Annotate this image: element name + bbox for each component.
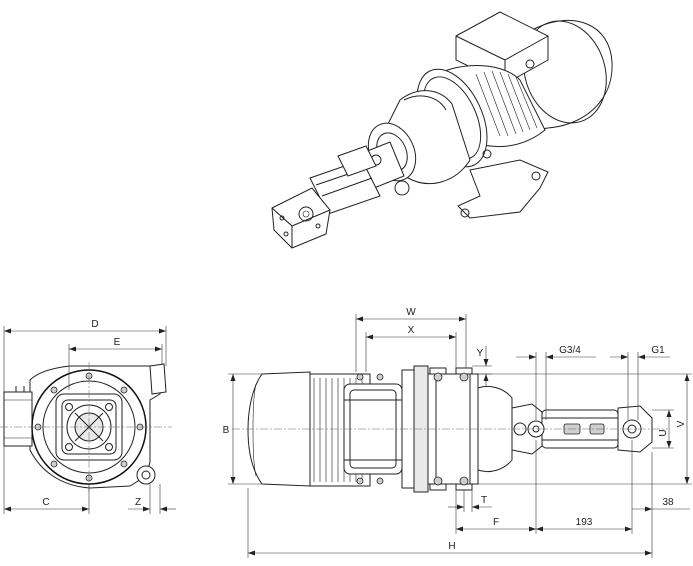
isometric-view xyxy=(271,11,613,249)
dim-label-t: T xyxy=(481,495,487,506)
side-view-dimensions: W X Y B G3/4 G1 xyxy=(223,307,692,558)
dim-label-c: C xyxy=(42,497,49,508)
dim-label-g1: G1 xyxy=(651,345,665,356)
dim-label-h: H xyxy=(448,541,455,552)
dim-label-e: E xyxy=(114,337,121,348)
end-view-dimensions: D E C Z xyxy=(3,319,176,514)
dim-label-z: Z xyxy=(135,497,141,508)
dim-label-y: Y xyxy=(477,348,484,359)
dim-label-x: X xyxy=(408,325,415,336)
dim-label-b: B xyxy=(223,425,230,436)
dim-label-w: W xyxy=(406,307,416,318)
dim-label-d: D xyxy=(91,319,98,330)
dim-label-38: 38 xyxy=(662,497,674,508)
end-view xyxy=(0,362,172,492)
dim-label-193: 193 xyxy=(576,517,593,528)
dim-label-f: F xyxy=(493,517,499,528)
side-view xyxy=(232,365,668,493)
dim-label-g3-4: G3/4 xyxy=(559,345,581,356)
dim-label-u: U xyxy=(658,429,669,436)
dim-label-v: V xyxy=(676,420,687,427)
